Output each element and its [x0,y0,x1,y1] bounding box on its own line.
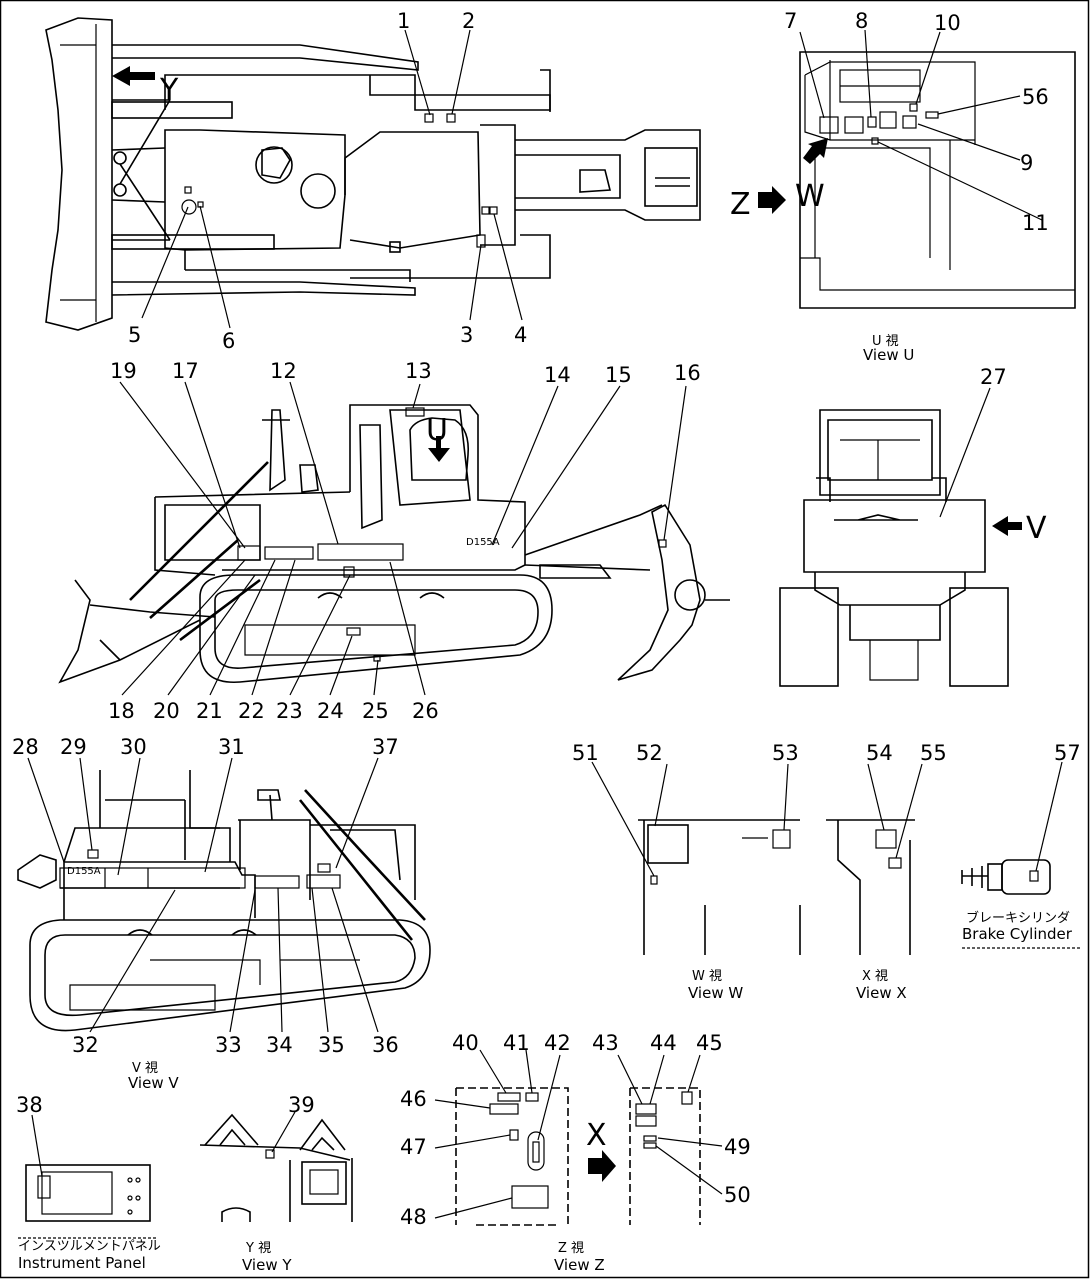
callout-51: 51 [572,741,599,765]
view-w-caption-jp: W 視 [692,969,722,984]
arrow-u-label: U [426,413,448,448]
callout-12: 12 [270,359,297,383]
instrument-panel-view: 38 インスツルメントパネル Instrument Panel [16,1093,161,1272]
callout-19: 19 [110,359,137,383]
arrow-v-label: V [1026,511,1047,546]
callout-23: 23 [276,699,303,723]
callout-44: 44 [650,1031,677,1055]
view-v-caption-jp: V 視 [132,1061,158,1076]
brake-cylinder-caption-jp: ブレーキシリンダ [966,910,1070,926]
callout-27: 27 [980,365,1007,389]
callout-41: 41 [503,1031,530,1055]
instrument-panel-caption-en: Instrument Panel [18,1254,146,1272]
side-model-label: D155A [466,537,500,548]
callout-15: 15 [605,363,632,387]
callout-50: 50 [724,1183,751,1207]
callout-32: 32 [72,1033,99,1057]
view-z-caption-jp: Z 視 [558,1241,584,1256]
callout-10: 10 [934,11,961,35]
arrow-w-label: W [795,179,825,214]
callout-3: 3 [460,323,473,347]
callout-39: 39 [288,1093,315,1117]
callout-46: 46 [400,1087,427,1111]
view-v-model-label: D155A [67,866,101,877]
view-y: 39 Y 視 View Y [199,1093,353,1274]
arrow-x-label: X [586,1118,607,1153]
instrument-panel-caption-jp: インスツルメントパネル [18,1239,161,1254]
callout-11: 11 [1022,211,1049,235]
callout-40: 40 [452,1031,479,1055]
callout-20: 20 [153,699,180,723]
callout-57: 57 [1054,741,1081,765]
callout-7: 7 [784,9,797,33]
callout-54: 54 [866,741,893,765]
callout-48: 48 [400,1205,427,1229]
side-view-callouts: 12 13 14 15 16 17 18 19 20 21 22 23 24 2… [108,359,701,723]
view-v-callouts: 28 29 30 31 32 33 34 35 36 37 [12,735,399,1057]
view-u-caption-jp: U 視 [872,334,899,349]
callout-53: 53 [772,741,799,765]
callout-6: 6 [222,329,235,353]
callout-25: 25 [362,699,389,723]
callout-30: 30 [120,735,147,759]
callout-9: 9 [1020,151,1033,175]
callout-45: 45 [696,1031,723,1055]
callout-14: 14 [544,363,571,387]
callout-13: 13 [405,359,432,383]
view-z-callouts: 40 41 42 43 44 45 46 47 48 49 50 [400,1031,751,1229]
brake-cylinder-caption-en: Brake Cylinder [962,925,1073,943]
callout-29: 29 [60,735,87,759]
view-x-caption-en: View X [856,984,907,1002]
callout-35: 35 [318,1033,345,1057]
callout-5: 5 [128,323,141,347]
callout-43: 43 [592,1031,619,1055]
callout-55: 55 [920,741,947,765]
view-z-caption-en: View Z [554,1256,605,1274]
view-w: 51 52 53 W 視 View W [572,741,801,1002]
callout-28: 28 [12,735,39,759]
callout-52: 52 [636,741,663,765]
callout-47: 47 [400,1135,427,1159]
view-x: 54 55 X 視 View X [826,741,947,1002]
view-w-caption-en: View W [688,984,743,1002]
callout-26: 26 [412,699,439,723]
arrow-z-label: Z [730,187,751,222]
view-u: Z W 7 8 9 10 11 56 U 視 View U [730,9,1076,364]
top-view: Y 1 2 3 4 5 6 [45,9,701,353]
view-y-caption-jp: Y 視 [245,1241,271,1256]
callout-33: 33 [215,1033,242,1057]
arrow-y-label: Y [159,73,179,108]
callout-49: 49 [724,1135,751,1159]
callout-8: 8 [855,9,868,33]
callout-17: 17 [172,359,199,383]
callout-36: 36 [372,1033,399,1057]
view-u-caption-en: View U [863,346,914,364]
callout-18: 18 [108,699,135,723]
callout-22: 22 [238,699,265,723]
callout-2: 2 [462,9,475,33]
view-v-caption-en: View V [128,1074,179,1092]
brake-cylinder-view: 57 ブレーキシリンダ Brake Cylinder [961,741,1082,949]
callout-38: 38 [16,1093,43,1117]
callout-56: 56 [1022,85,1049,109]
top-view-callouts: 1 2 3 4 5 6 [128,9,527,353]
callout-24: 24 [317,699,344,723]
callout-21: 21 [196,699,223,723]
callout-34: 34 [266,1033,293,1057]
view-x-caption-jp: X 視 [862,969,888,984]
callout-31: 31 [218,735,245,759]
view-v: D155A 28 29 30 31 32 33 34 35 36 37 V 視 … [12,735,431,1092]
rear-view: V 27 [779,365,1047,687]
callout-37: 37 [372,735,399,759]
side-view: U D155A 12 13 14 15 16 17 18 19 20 21 [58,359,730,723]
callout-16: 16 [674,361,701,385]
view-u-callouts: 7 8 9 10 11 56 [784,9,1049,235]
callout-42: 42 [544,1031,571,1055]
view-z: X 40 41 42 43 44 45 46 47 48 49 50 Z 視 V… [400,1031,751,1274]
view-y-caption-en: View Y [242,1256,292,1274]
callout-1: 1 [397,9,410,33]
callout-4: 4 [514,323,527,347]
